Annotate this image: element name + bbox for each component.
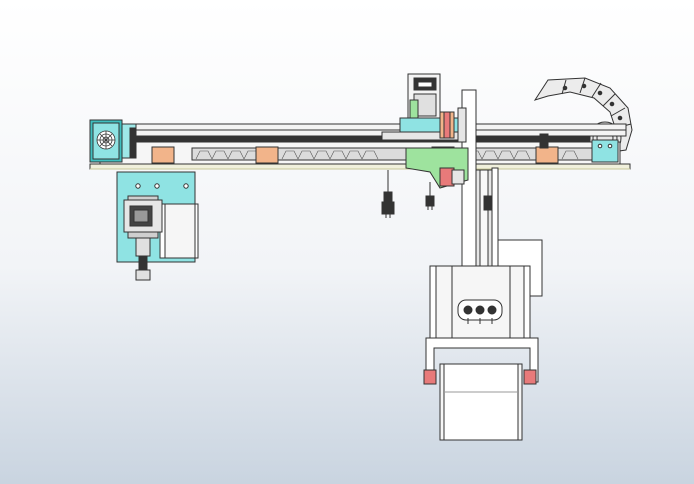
spacer-block bbox=[151, 146, 175, 164]
gripper-head bbox=[429, 265, 531, 339]
beam-carriage bbox=[381, 73, 467, 143]
gripper-jaws bbox=[423, 337, 539, 441]
carriage-plate bbox=[405, 147, 469, 189]
connector-icon bbox=[381, 170, 435, 218]
fan-icon bbox=[96, 130, 116, 150]
horizontal-beam bbox=[89, 123, 631, 170]
spacer-block bbox=[255, 146, 279, 164]
left-motor-plate bbox=[116, 171, 199, 281]
right-end-bracket bbox=[539, 133, 619, 163]
spacer-block bbox=[535, 146, 559, 164]
